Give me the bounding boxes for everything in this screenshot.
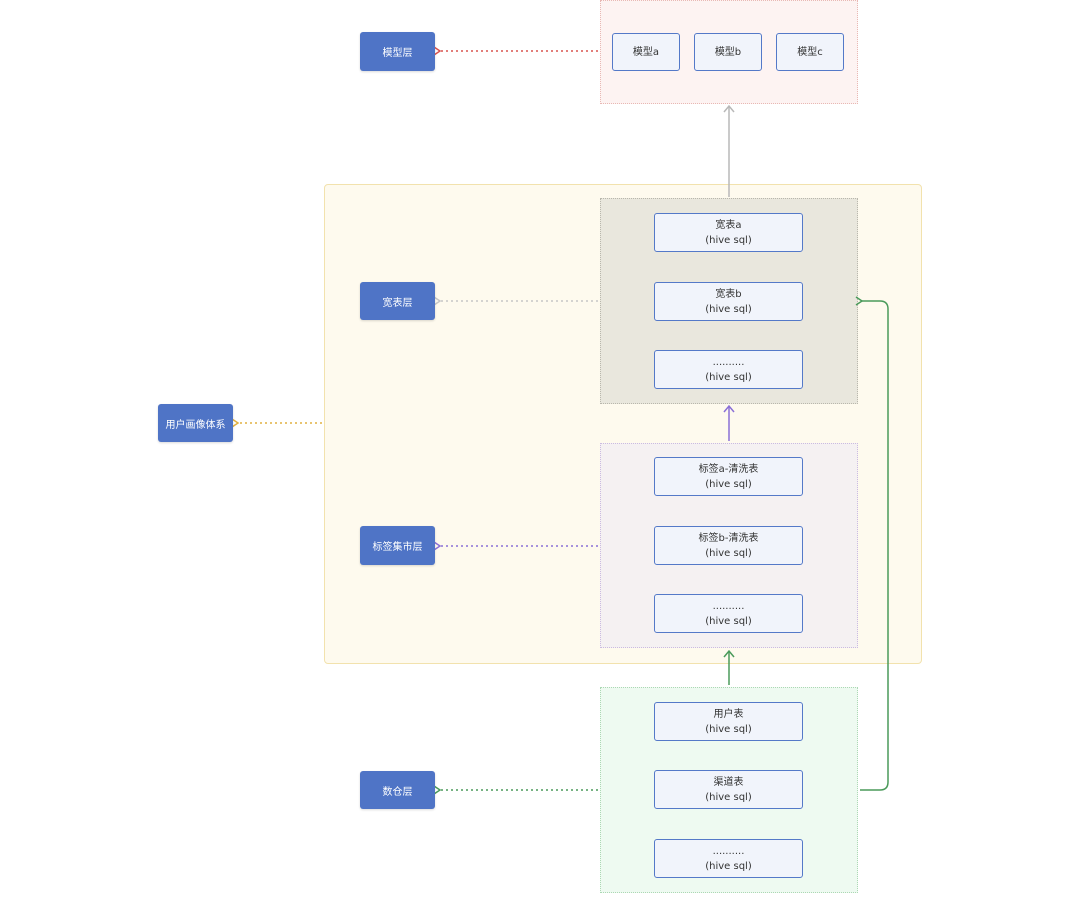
node-title: 宽表b xyxy=(715,288,742,300)
model-node: 模型c xyxy=(776,33,844,71)
node-subtitle: (hive sql) xyxy=(705,303,752,315)
dw-table-node: 用户表 (hive sql) xyxy=(654,702,803,741)
node-subtitle: (hive sql) xyxy=(705,371,752,383)
tag-table-node: 标签a-清洗表 (hive sql) xyxy=(654,457,803,496)
portrait-system-label: 用户画像体系 xyxy=(158,404,233,442)
wide-layer-label: 宽表层 xyxy=(360,282,435,320)
arrow-dw-to-wide xyxy=(855,296,889,791)
dw-table-node: .......... (hive sql) xyxy=(654,839,803,878)
node-subtitle: (hive sql) xyxy=(705,615,752,627)
node-title: 模型c xyxy=(797,46,823,58)
node-subtitle: (hive sql) xyxy=(705,860,752,872)
node-title: 用户表 xyxy=(713,708,744,720)
tag-market-layer-label: 标签集市层 xyxy=(360,526,435,565)
wide-table-node: 宽表a (hive sql) xyxy=(654,213,803,252)
node-title: 模型a xyxy=(632,46,660,58)
wide-table-node: 宽表b (hive sql) xyxy=(654,282,803,321)
node-title: .......... xyxy=(712,845,745,857)
node-title: .......... xyxy=(712,600,745,612)
model-node: 模型a xyxy=(612,33,680,71)
node-title: 标签a-清洗表 xyxy=(698,463,759,475)
model-layer-label: 模型层 xyxy=(360,32,435,71)
node-subtitle: (hive sql) xyxy=(705,791,752,803)
node-title: 标签b-清洗表 xyxy=(698,532,759,544)
tag-table-node: 标签b-清洗表 (hive sql) xyxy=(654,526,803,565)
node-title: 宽表a xyxy=(715,219,742,231)
node-subtitle: (hive sql) xyxy=(705,547,752,559)
dw-table-node: 渠道表 (hive sql) xyxy=(654,770,803,809)
node-subtitle: (hive sql) xyxy=(705,478,752,490)
node-title: 渠道表 xyxy=(713,776,744,788)
dw-layer-label: 数仓层 xyxy=(360,771,435,809)
node-title: .......... xyxy=(712,356,745,368)
wide-table-node: .......... (hive sql) xyxy=(654,350,803,389)
model-node: 模型b xyxy=(694,33,762,71)
node-subtitle: (hive sql) xyxy=(705,234,752,246)
node-subtitle: (hive sql) xyxy=(705,723,752,735)
node-title: 模型b xyxy=(714,46,742,58)
tag-table-node: .......... (hive sql) xyxy=(654,594,803,633)
